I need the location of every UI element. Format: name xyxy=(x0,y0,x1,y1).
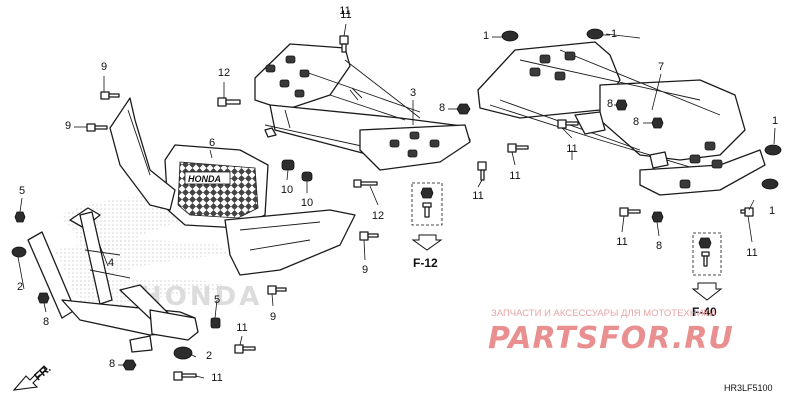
callout-c2b: 2 xyxy=(206,350,212,362)
grille-brand: HONDA xyxy=(188,174,221,184)
callout-c9c: 9 xyxy=(362,264,368,276)
callout-c11d: 11 xyxy=(339,5,350,17)
diagram-code: HR3LF5100 xyxy=(724,383,773,393)
front-carrier xyxy=(254,43,471,171)
f40-label: F-40 xyxy=(692,305,717,319)
f40-reference: F-40 xyxy=(691,232,723,319)
front-grille: HONDA xyxy=(109,97,356,276)
callout-c8f: 8 xyxy=(109,358,115,370)
callout-c9a: 9 xyxy=(101,61,107,73)
callout-c8a: 8 xyxy=(439,102,445,114)
callout-c7: 7 xyxy=(658,61,664,73)
callout-c8c: 8 xyxy=(633,116,639,128)
watermark-logo: PARTSFOR.RU xyxy=(488,321,734,356)
callout-c10b: 10 xyxy=(301,197,313,209)
callout-c11a: 11 xyxy=(340,9,351,21)
callout-c11i: 11 xyxy=(211,372,222,384)
callout-c9b: 9 xyxy=(65,120,71,132)
callout-c11f: 11 xyxy=(616,236,627,248)
callout-c1c: 1 xyxy=(772,115,778,127)
callout-c12b: 12 xyxy=(372,210,384,222)
callout-c11g: 11 xyxy=(746,247,757,259)
f12-reference: F-12 xyxy=(411,182,443,270)
callout-c12a: 12 xyxy=(218,67,230,79)
front-direction-marker: FR. xyxy=(12,363,54,391)
callout-c8b: 8 xyxy=(607,98,613,110)
callout-c1a: 1 xyxy=(483,30,489,42)
callout-c4: 4 xyxy=(108,257,114,269)
front-bumper-guard xyxy=(27,207,199,353)
callout-c5b: 5 xyxy=(214,294,220,306)
callout-c1b: 1 xyxy=(611,28,617,40)
f12-label: F-12 xyxy=(413,256,438,270)
callout-c8d: 8 xyxy=(43,316,49,328)
callout-c11h: 11 xyxy=(236,322,247,334)
callout-c8e: 8 xyxy=(656,240,662,252)
callout-c5a: 5 xyxy=(19,185,25,197)
callout-c1d: 1 xyxy=(769,205,775,217)
callout-c11b: 11 xyxy=(566,143,577,155)
callout-c6: 6 xyxy=(209,137,215,149)
callout-c2a: 2 xyxy=(17,281,23,293)
callout-c11c: 11 xyxy=(509,170,520,182)
callout-c9d: 9 xyxy=(270,311,276,323)
watermark: ЗАПЧАСТИ И АКСЕССУАРЫ ДЛЯ МОТОТЕХНИКИ PA… xyxy=(488,308,734,356)
leader-lines xyxy=(17,23,776,379)
callout-c10a: 10 xyxy=(281,184,293,196)
callout-c3: 3 xyxy=(410,87,416,99)
rear-carrier xyxy=(477,41,766,196)
rubber-bumpers xyxy=(501,28,782,190)
callout-c11e: 11 xyxy=(472,190,483,202)
watermark-line: ЗАПЧАСТИ И АКСЕССУАРЫ ДЛЯ МОТОТЕХНИКИ xyxy=(491,308,716,319)
